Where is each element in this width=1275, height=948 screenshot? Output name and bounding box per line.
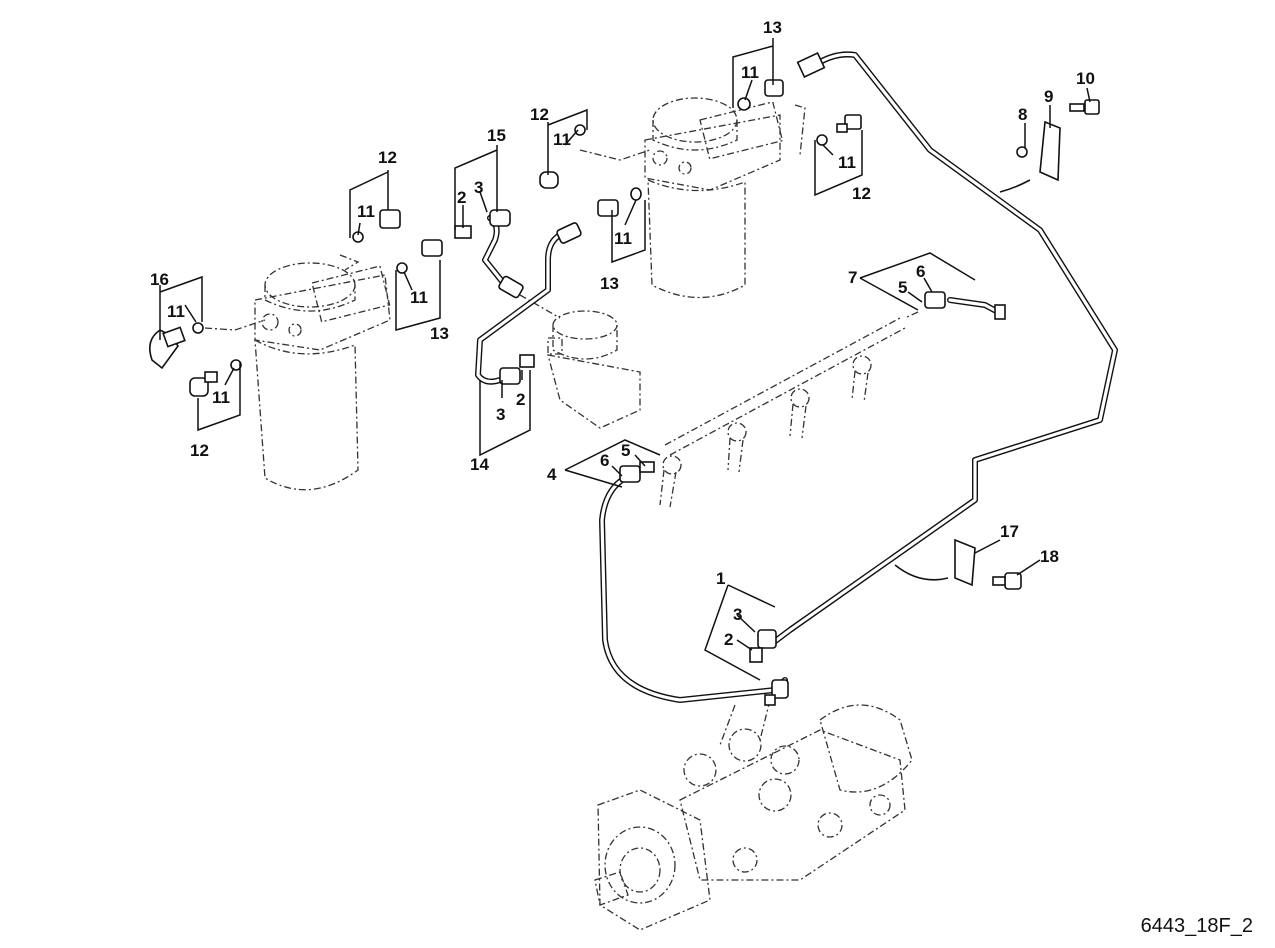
callout-3-line1: 3 bbox=[733, 605, 742, 624]
callout-11-middle: 11 bbox=[614, 229, 632, 248]
callout-15: 15 bbox=[487, 126, 506, 145]
fittings bbox=[149, 52, 1100, 706]
callout-6-line7: 6 bbox=[916, 262, 925, 281]
callout-12-right-filter: 12 bbox=[852, 184, 871, 203]
callout-leaders bbox=[159, 38, 1091, 681]
callout-3-line15: 3 bbox=[474, 178, 483, 197]
callout-9: 9 bbox=[1044, 87, 1053, 106]
callout-11-right-filter: 11 bbox=[838, 153, 856, 172]
callout-5-line7: 5 bbox=[898, 278, 907, 297]
fuel-lines bbox=[475, 51, 1118, 703]
right-fuel-filter bbox=[644, 97, 784, 299]
callout-3-line14: 3 bbox=[496, 405, 505, 424]
callout-6-line4: 6 bbox=[600, 451, 609, 470]
callout-12-left-top: 12 bbox=[378, 148, 397, 167]
callout-5-line4: 5 bbox=[621, 441, 630, 460]
callout-labels: 13 11 11 12 8 9 10 12 11 15 2 3 11 13 12… bbox=[150, 18, 1095, 649]
callout-14: 14 bbox=[470, 455, 489, 474]
callout-11-upper-middle: 11 bbox=[553, 130, 571, 149]
callout-11-left-top: 11 bbox=[357, 202, 375, 221]
lift-pump bbox=[547, 310, 641, 429]
figure-id: 6443_18F_2 bbox=[1140, 915, 1253, 937]
callout-2-line14: 2 bbox=[516, 390, 525, 409]
injection-pump bbox=[594, 704, 913, 931]
callout-12-left-bottom: 12 bbox=[190, 441, 209, 460]
callout-13-middle: 13 bbox=[600, 274, 619, 293]
assembly-lines bbox=[204, 104, 919, 746]
callout-11-top: 11 bbox=[741, 63, 759, 82]
callout-11-left-upper: 11 bbox=[167, 302, 185, 321]
callout-1: 1 bbox=[716, 569, 725, 588]
callout-7: 7 bbox=[848, 268, 857, 287]
callout-4: 4 bbox=[547, 465, 557, 484]
callout-12-upper-middle: 12 bbox=[530, 105, 549, 124]
callout-13-left: 13 bbox=[430, 324, 449, 343]
callout-11-left-mid: 11 bbox=[410, 288, 428, 307]
callout-13-top: 13 bbox=[763, 18, 782, 37]
callout-17: 17 bbox=[1000, 522, 1019, 541]
callout-8: 8 bbox=[1018, 105, 1027, 124]
callout-16: 16 bbox=[150, 270, 169, 289]
injectors bbox=[659, 317, 906, 508]
left-fuel-filter bbox=[254, 262, 391, 491]
callout-2-line15: 2 bbox=[457, 188, 466, 207]
callout-11-left-lower: 11 bbox=[212, 388, 230, 407]
callout-18: 18 bbox=[1040, 547, 1059, 566]
callout-10: 10 bbox=[1076, 69, 1095, 88]
callout-2-line1: 2 bbox=[724, 630, 733, 649]
